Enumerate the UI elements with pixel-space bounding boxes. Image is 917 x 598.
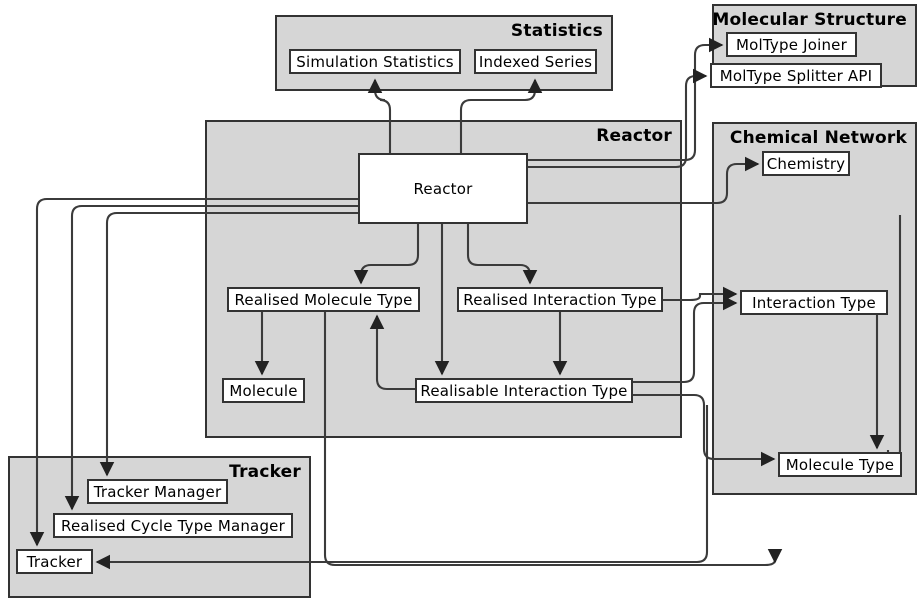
node-chemistry[interactable]: Chemistry	[762, 151, 850, 176]
node-reactor[interactable]: Reactor	[358, 153, 528, 224]
edge-realisable-interaction-type-to-molecule-type	[633, 393, 776, 467]
node-moltype-joiner-label: MolType Joiner	[736, 35, 847, 54]
node-realised-molecule-type-label: Realised Molecule Type	[234, 290, 413, 309]
node-moltype-joiner[interactable]: MolType Joiner	[726, 32, 857, 57]
edge-reactor-to-moltype-joiner	[528, 37, 724, 162]
edge-reactor-to-realised-molecule-type	[353, 224, 420, 285]
edge-reactor-to-simulation-statistics	[367, 78, 392, 153]
edge-reactor-to-indexed-series	[459, 78, 543, 153]
node-realised-interaction-type-label: Realised Interaction Type	[463, 290, 657, 309]
node-realisable-interaction-type-label: Realisable Interaction Type	[420, 381, 628, 400]
node-indexed-series[interactable]: Indexed Series	[474, 49, 597, 74]
package-chemical-network-title: Chemical Network	[729, 128, 907, 148]
node-reactor-label: Reactor	[413, 179, 473, 198]
node-simulation-statistics[interactable]: Simulation Statistics	[289, 49, 461, 74]
edge-reactor-to-chemistry	[528, 156, 760, 205]
edge-realised-interaction-type-to-interaction-type	[663, 286, 738, 302]
package-molecular-structure-title: Molecular Structure	[712, 10, 907, 30]
node-realised-cycle-type-manager[interactable]: Realised Cycle Type Manager	[53, 513, 293, 538]
node-tracker[interactable]: Tracker	[16, 549, 93, 574]
edge-reactor-to-moltype-splitter-api	[528, 68, 708, 169]
node-molecule-type-label: Molecule Type	[785, 455, 895, 474]
edge-realisable-interaction-type-to-realised-molecule-type	[369, 314, 415, 391]
node-simulation-statistics-label: Simulation Statistics	[296, 52, 454, 71]
edge-right-to-tracker-node	[100, 420, 893, 488]
package-reactor-title: Reactor	[596, 126, 672, 146]
node-realised-cycle-type-manager-label: Realised Cycle Type Manager	[61, 516, 285, 535]
edge-reactor-to-realised-cycle-type-manager	[64, 204, 358, 511]
node-moltype-splitter-api[interactable]: MolType Splitter API	[710, 63, 882, 88]
edge-chemical-network-to-tracker	[880, 215, 902, 471]
node-tracker-manager[interactable]: Tracker Manager	[87, 479, 228, 504]
node-interaction-type-label: Interaction Type	[752, 293, 876, 312]
node-tracker-manager-label: Tracker Manager	[93, 482, 222, 501]
node-molecule[interactable]: Molecule	[222, 378, 305, 403]
edge-reactor-to-realised-interaction-type	[466, 224, 538, 285]
node-moltype-splitter-api-label: MolType Splitter API	[719, 66, 873, 85]
node-indexed-series-label: Indexed Series	[478, 52, 593, 71]
package-tracker-title: Tracker	[229, 462, 301, 482]
node-realised-molecule-type[interactable]: Realised Molecule Type	[227, 287, 420, 312]
package-statistics-title: Statistics	[510, 21, 603, 41]
edge-realised-molecule-type-to-molecule-type	[323, 312, 783, 567]
node-realisable-interaction-type[interactable]: Realisable Interaction Type	[415, 378, 633, 403]
edge-realisable-interaction-type-to-interaction-type	[633, 295, 738, 384]
edge-reactor-to-tracker	[29, 197, 358, 547]
node-molecule-label: Molecule	[229, 381, 298, 400]
node-realised-interaction-type[interactable]: Realised Interaction Type	[457, 287, 663, 312]
node-tracker-label: Tracker	[26, 552, 83, 571]
edge-into-tracker-from-right	[95, 405, 709, 570]
node-interaction-type[interactable]: Interaction Type	[740, 290, 888, 315]
node-chemistry-label: Chemistry	[766, 154, 846, 173]
node-molecule-type[interactable]: Molecule Type	[778, 452, 902, 477]
edge-reactor-to-tracker-manager	[99, 211, 358, 477]
